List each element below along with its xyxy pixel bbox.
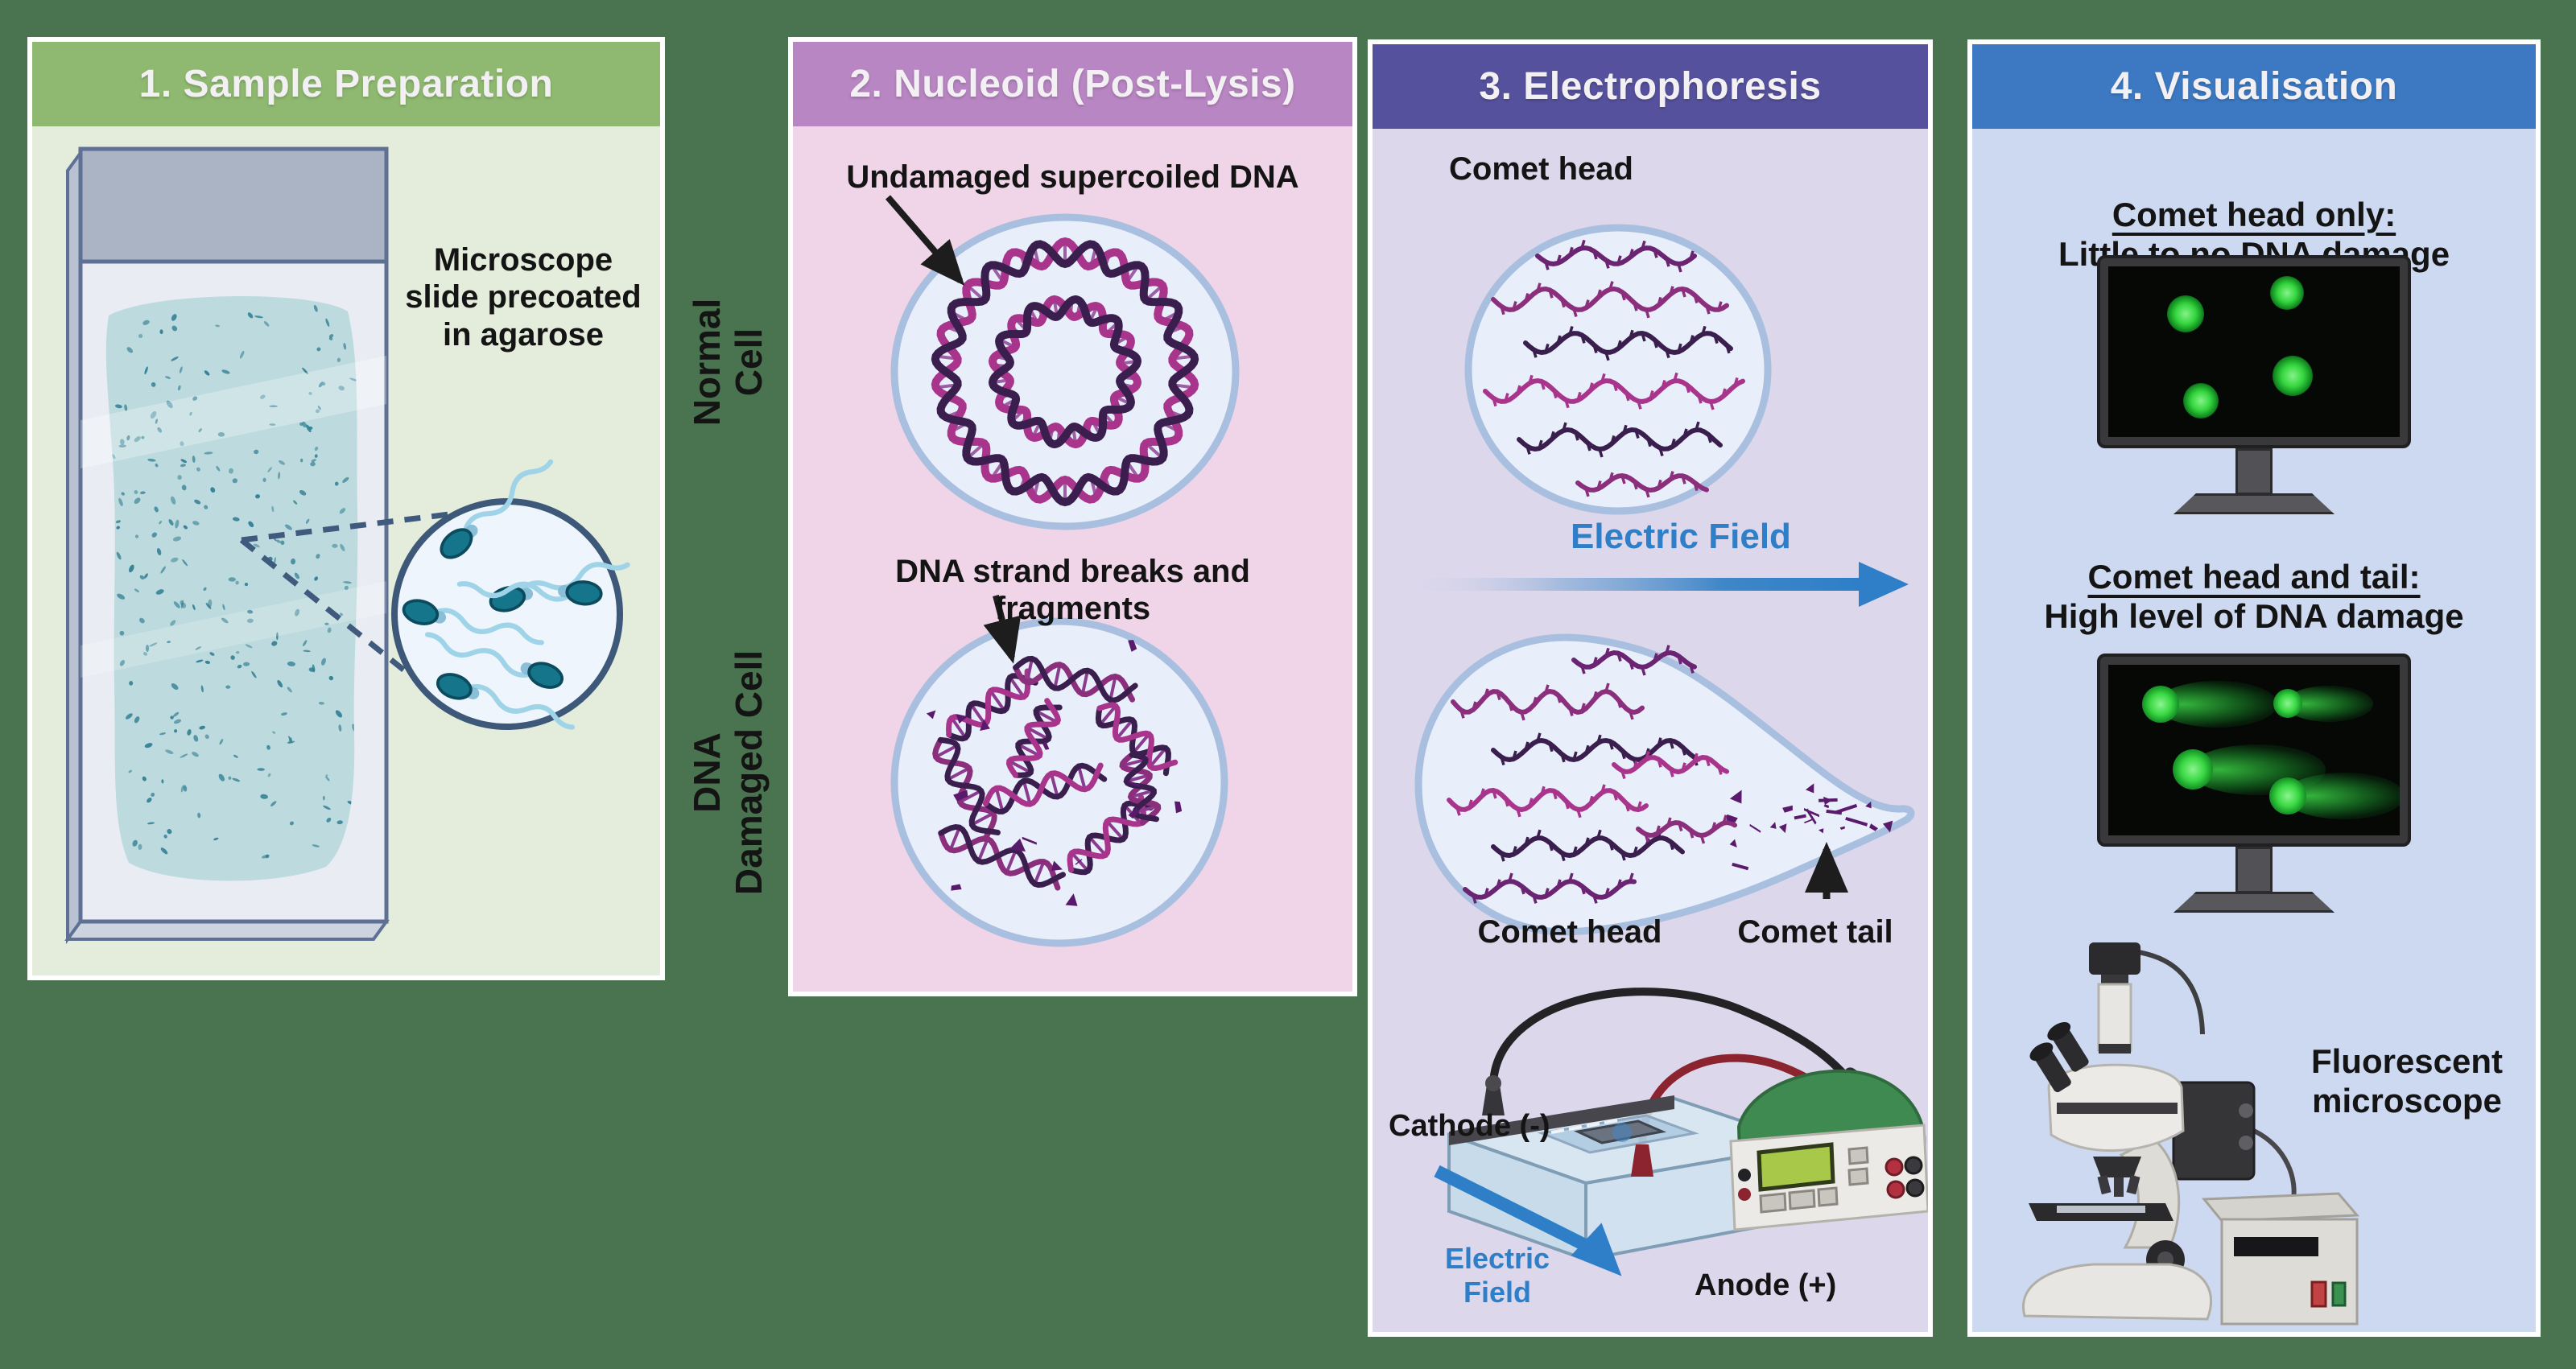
slide-caption: Microscope slide precoated in agarose: [405, 242, 642, 353]
panel3-title: 3. Electrophoresis: [1373, 44, 1928, 129]
panel-nucleoid-post-lysis: 2. Nucleoid (Post-Lysis) Undamaged super…: [793, 42, 1352, 992]
comet-head-spot: [2270, 276, 2304, 310]
magnifier-line-lower: [239, 538, 414, 678]
dna-fragments-comet-tail: [1726, 783, 1893, 871]
sperm-cells: [402, 459, 630, 730]
electrophoresis-illustration: [1406, 224, 1928, 1276]
camera: [2089, 942, 2140, 975]
comet-head-spot: [2183, 383, 2219, 419]
electric-field-diagonal-arrow: [1434, 1165, 1606, 1260]
power-box: [2220, 1218, 2359, 1326]
electric-field-arrow-bar: [1406, 578, 1859, 591]
anode-label: Anode (+): [1695, 1268, 1837, 1302]
fluorescence-screen-heads: [2108, 266, 2400, 437]
power-supply: [1729, 1069, 1928, 1231]
electric-field-vertical-label: Electric Field: [1444, 1242, 1550, 1309]
monitor-bezel: [2097, 654, 2411, 847]
monitor-neck: [2235, 847, 2273, 893]
monitor-head-tail: [2097, 654, 2411, 913]
fluorescent-microscope-label: Fluorescent microscope: [2310, 1042, 2504, 1120]
row-label-dna-damaged-cell: DNA Damaged Cell: [686, 649, 770, 896]
fluorescent-microscope-illustration: [2022, 942, 2360, 1326]
comet-head-cell: [1464, 224, 1772, 515]
supercoiled-dna-rings: [931, 237, 1199, 507]
arrow-to-damaged-nucleoid: [983, 594, 1022, 664]
nucleoid-illustration: [885, 195, 1240, 947]
dna-breaks-label: DNA strand breaks and fragments: [895, 554, 1250, 627]
electric-field-arrowhead: [1859, 562, 1909, 607]
comet-with-tail: [2273, 685, 2391, 722]
row-label-normal-cell: Normal Cell: [686, 298, 770, 427]
dna-strands-comet-head: [1447, 645, 1737, 904]
dna-strands-round-cell: [1483, 239, 1745, 498]
monitor-base: [2174, 892, 2334, 913]
cell-dots: [110, 304, 358, 859]
comet-head-spot: [2273, 356, 2313, 396]
head-and-tail-caption: Comet head and tail: High level of DNA d…: [2044, 558, 2464, 635]
cathode-label: Cathode (-): [1389, 1109, 1550, 1143]
comet-head-label: Comet head: [1477, 914, 1662, 950]
comet-tail-label: Comet tail: [1737, 914, 1893, 950]
arrow-to-normal-nucleoid: [885, 195, 965, 287]
comet-with-tail: [2269, 773, 2400, 819]
eyepieces: [2029, 1021, 2089, 1093]
comet-shape-cell: [1414, 633, 1915, 936]
panel-electrophoresis: 3. Electrophoresis: [1373, 44, 1928, 1332]
undamaged-dna-label: Undamaged supercoiled DNA: [846, 159, 1299, 195]
agarose-gel: [105, 296, 358, 881]
monitor-head-only: [2097, 255, 2411, 514]
panel-sample-preparation: 1. Sample Preparation: [32, 42, 660, 975]
monitor-bezel: [2097, 255, 2411, 448]
monitor-neck: [2235, 448, 2273, 495]
monitor-base: [2174, 493, 2334, 514]
lamp-housing: [2172, 1081, 2256, 1181]
panel4-title: 4. Visualisation: [1972, 44, 2536, 129]
fluorescence-screen-comets: [2108, 665, 2400, 835]
electric-field-label: Electric Field: [1571, 517, 1791, 556]
cathode-cable: [1489, 988, 1869, 1103]
panel-visualisation: 4. Visualisation Comet head only: Little…: [1972, 44, 2536, 1332]
power-box-top: [2201, 1192, 2360, 1223]
broken-dna-fragments: [926, 640, 1183, 906]
panel2-title: 2. Nucleoid (Post-Lysis): [793, 42, 1352, 126]
comet-head-top-label: Comet head: [1449, 151, 1633, 187]
panel1-title: 1. Sample Preparation: [32, 42, 660, 126]
comet-with-tail: [2142, 681, 2300, 728]
microscope-slide-illustration: [64, 146, 630, 945]
magnifier-line-upper: [241, 509, 463, 543]
comet-head-spot: [2167, 295, 2204, 332]
